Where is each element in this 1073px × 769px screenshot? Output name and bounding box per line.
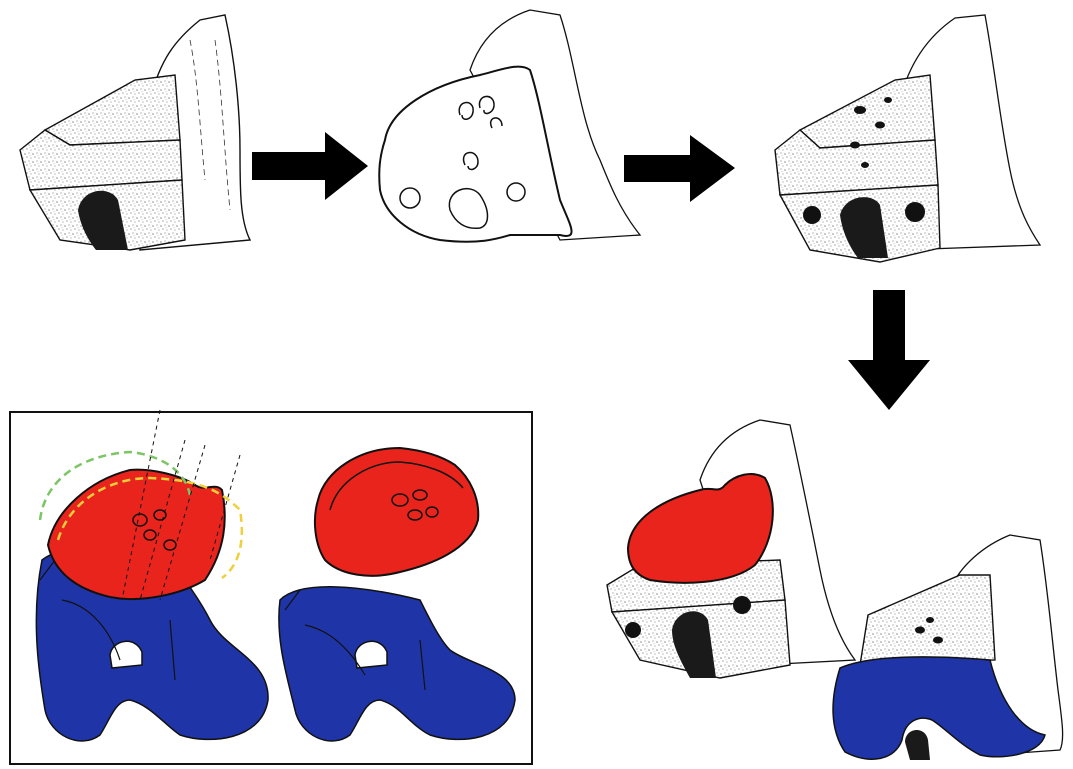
- inset-right-notch: [355, 641, 387, 668]
- peg-hole-right: [507, 183, 525, 201]
- tibial-resection-blue: [833, 535, 1063, 760]
- red-femoral-component: [628, 474, 773, 583]
- peg4-left: [625, 622, 641, 638]
- peg4-right: [733, 596, 751, 614]
- femur-template-with-peg-holes: [379, 10, 640, 242]
- blue-notch: [905, 730, 930, 760]
- peg-hole-left: [400, 188, 420, 208]
- femoral-trial-implant-red: [607, 420, 855, 678]
- femur-drilled-peg-holes: [775, 15, 1040, 262]
- resected-femur-with-box-cut: [20, 15, 250, 250]
- inset-left-notch: [110, 641, 142, 668]
- cut-surface-top: [45, 75, 180, 145]
- inset-component-comparison: [10, 410, 532, 764]
- arrow-down: [848, 290, 930, 410]
- arrow-right-2: [624, 135, 735, 202]
- arrow-right-1: [252, 132, 368, 200]
- cut3-top: [800, 75, 935, 148]
